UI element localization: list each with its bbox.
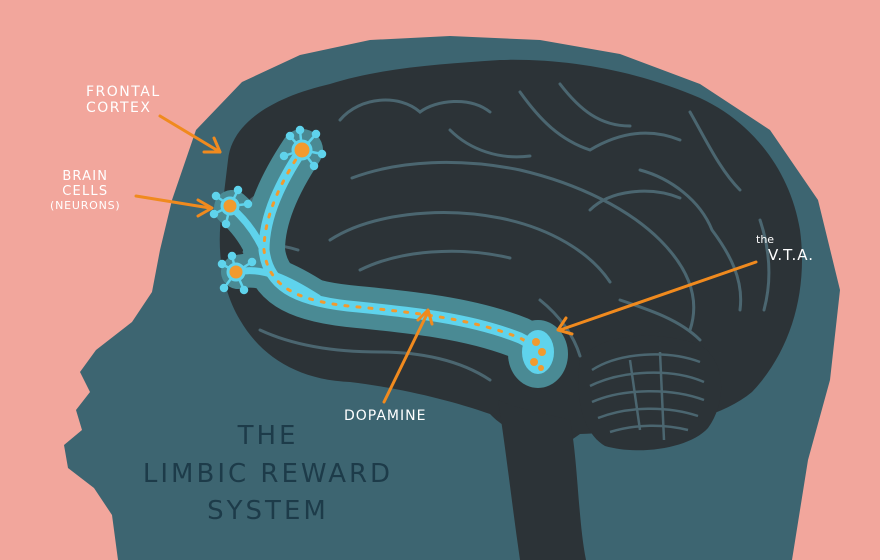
- diagram-title: THE LIMBIC REWARD SYSTEM: [128, 418, 408, 531]
- neuron-bottom: [217, 251, 257, 295]
- dopamine-label: DOPAMINE: [344, 408, 427, 424]
- title-line-2: LIMBIC REWARD: [142, 458, 394, 489]
- frontal-cortex-label: FRONTAL CORTEX: [86, 84, 161, 116]
- vta-prefix: the: [756, 233, 775, 246]
- neuron-middle: [209, 185, 253, 229]
- frontal-cortex-arrow: [158, 114, 222, 154]
- frontal-cortex-line-1: FRONTAL: [86, 84, 161, 100]
- brainstem: [498, 400, 586, 560]
- title-line-3: SYSTEM: [207, 496, 329, 527]
- neurons-note: (NEURONS): [50, 198, 121, 212]
- vta-abbr: V.T.A.: [768, 245, 815, 264]
- frontal-cortex-line-2: CORTEX: [86, 100, 152, 117]
- vta-arrow: [556, 260, 758, 336]
- neurons-arrow: [134, 194, 214, 218]
- vta-label: the V.T.A.: [752, 233, 815, 264]
- title-line-1: THE: [237, 421, 299, 451]
- cerebellum: [578, 335, 722, 451]
- brain-cells-line-1: BRAIN: [62, 169, 109, 184]
- brain-cells-line-2: CELLS: [62, 183, 109, 199]
- dopamine-flow: [262, 148, 540, 356]
- neuron-top: [279, 125, 327, 171]
- vta-cluster: [522, 330, 554, 374]
- brain-cells-label: BRAIN CELLS (NEURONS): [50, 169, 121, 213]
- label-arrows: [134, 114, 758, 404]
- dopamine-arrow: [382, 308, 434, 404]
